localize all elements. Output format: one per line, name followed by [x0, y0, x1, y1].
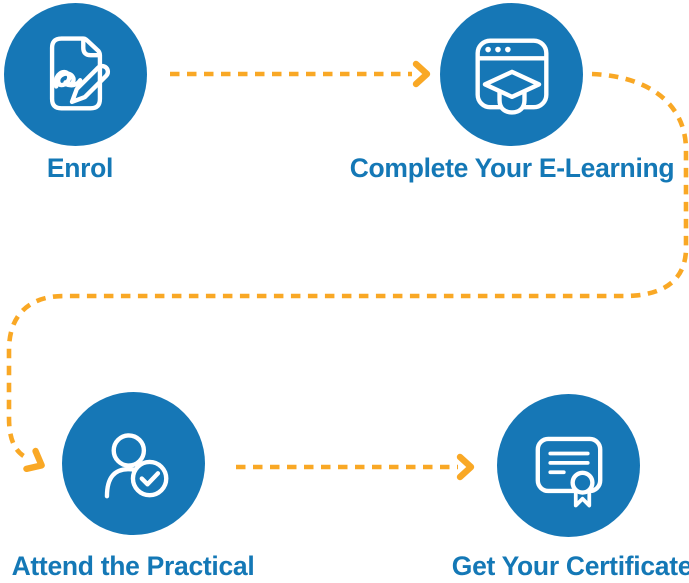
step-elearning-label: Complete Your E-Learning	[349, 153, 675, 183]
step-enrol-label: Enrol	[46, 153, 114, 183]
person-check-icon	[104, 432, 168, 498]
step-practical-label: Attend the Practical	[11, 551, 255, 581]
step-certificate-label: Get Your Certificate	[451, 551, 689, 581]
arrowhead-practical-to-certificate	[456, 453, 475, 481]
step-enrol-circle	[4, 3, 147, 146]
arrow-elearning-to-practical	[6, 71, 689, 462]
browser-graduation-cap-icon	[474, 37, 549, 115]
signature-document-icon	[49, 35, 110, 110]
step-certificate-circle	[497, 394, 640, 537]
arrowhead-elearning-to-practical	[23, 447, 45, 473]
step-elearning-circle	[440, 3, 583, 146]
step-practical-circle	[62, 392, 205, 535]
certificate-ribbon-icon	[535, 436, 602, 507]
arrowhead-enrol-to-elearning	[412, 60, 431, 88]
